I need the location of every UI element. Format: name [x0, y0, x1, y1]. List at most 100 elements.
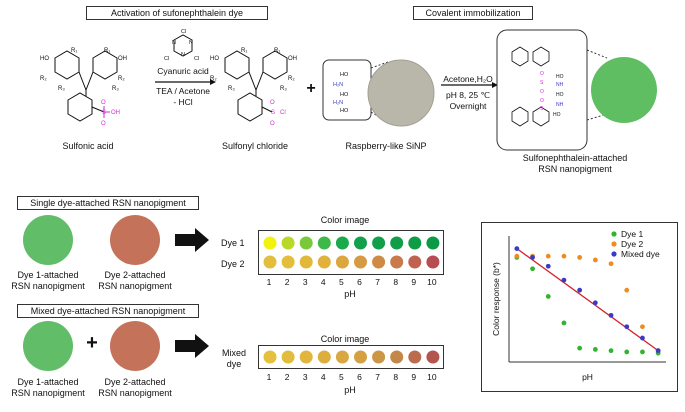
ph-tick-4: 4 [320, 277, 326, 287]
mixed-ph-label: pH [344, 385, 356, 395]
mixed-np1-line2: RSN nanopigment [11, 388, 85, 398]
immobilization-title: Covalent immobilization [413, 6, 533, 20]
svg-text:O: O [540, 71, 544, 77]
mixed-swatch-1 [263, 350, 277, 364]
mixed-swatch-9 [408, 350, 422, 364]
point-mixed-dye-5 [577, 287, 583, 293]
dye1-swatch-1 [263, 236, 277, 250]
single-ph-label: pH [344, 289, 356, 299]
legend-label-3: Mixed dye [621, 249, 660, 259]
svg-text:R₃: R₃ [228, 86, 235, 92]
point-dye-2-4 [561, 253, 567, 259]
chart-xlabel: pH [582, 372, 593, 382]
point-dye-2-8 [624, 287, 630, 293]
product-particle [591, 57, 657, 123]
svg-text:HO: HO [556, 74, 564, 80]
ph-tick-4: 4 [320, 372, 326, 382]
svg-text:R₃: R₃ [280, 86, 287, 92]
point-dye-1-2 [530, 266, 535, 272]
dye2-swatch-2 [281, 255, 295, 269]
point-mixed-dye-4 [561, 277, 567, 283]
reagent-line3: - HCl [173, 97, 193, 107]
svg-text:N: N [172, 40, 176, 46]
condition-line2: pH 8, 25 ℃ [445, 90, 491, 100]
dye2-swatch-9 [408, 255, 422, 269]
svg-text:N: N [181, 52, 185, 58]
point-dye-2-6 [592, 257, 598, 263]
single-np1-line1: Dye 1-attached [17, 270, 79, 280]
mixed-row-label-line1: Mixed [221, 348, 246, 358]
svg-text:HO: HO [340, 72, 349, 78]
svg-text:R₁: R₁ [104, 48, 110, 54]
point-dye-1-6 [592, 347, 598, 352]
svg-text:Cl: Cl [194, 56, 199, 62]
ph-tick-3: 3 [302, 277, 308, 287]
mixed-swatch-10 [426, 350, 440, 364]
condition-line1: Acetone,H₂O [443, 74, 493, 84]
legend-marker-2 [611, 241, 617, 247]
dye2-swatch-3 [299, 255, 313, 269]
mixed-dye2-particle [110, 321, 160, 371]
sulfonyl-chloride-label: Sulfonyl chloride [221, 141, 289, 151]
dye1-swatch-6 [354, 236, 367, 250]
sinp-particle [368, 60, 434, 126]
product-label-line2: RSN nanopigment [538, 164, 612, 174]
svg-text:O: O [101, 100, 106, 106]
cyanuric-structure [173, 34, 193, 57]
point-mixed-dye-9 [640, 335, 645, 341]
point-dye-2-3 [545, 253, 551, 259]
single-dye2-label: Dye 2 [221, 259, 245, 269]
ph-tick-8: 8 [393, 277, 399, 287]
dye1-swatch-4 [317, 236, 331, 250]
dye1-swatch-3 [299, 236, 313, 250]
sulfonyl-chloride-structure [224, 50, 288, 122]
chart-ylabel: Color response (b*) [491, 262, 501, 336]
ph-tick-8: 8 [393, 372, 399, 382]
ph-tick-2: 2 [284, 277, 290, 287]
svg-text:OH: OH [288, 56, 297, 62]
svg-text:HO: HO [40, 56, 49, 62]
svg-text:HO: HO [556, 92, 564, 98]
single-particles [23, 215, 209, 265]
svg-text:R₁: R₁ [241, 48, 247, 54]
ph-tick-6: 6 [357, 372, 362, 382]
svg-text:O: O [540, 98, 544, 104]
ph-tick-9: 9 [411, 277, 417, 287]
dye1-swatch-10 [426, 236, 440, 250]
mixed-swatch-6 [354, 350, 367, 364]
dye2-particle [110, 215, 160, 265]
mixed-plus: + [86, 332, 98, 354]
single-color-image-title: Color image [320, 215, 370, 225]
ph-tick-9: 9 [411, 372, 417, 382]
chart-panel [481, 222, 678, 392]
svg-text:NH: NH [556, 102, 564, 108]
single-dye-title: Single dye-attached RSN nanopigment [17, 196, 199, 210]
mixed-swatch-panel [258, 345, 444, 369]
point-dye-2-7 [608, 261, 614, 267]
svg-text:S: S [540, 80, 544, 86]
single-np1-line2: RSN nanopigment [11, 281, 85, 291]
svg-text:OH: OH [111, 110, 120, 116]
mixed-swatch-3 [299, 350, 313, 364]
mixed-np1-line1: Dye 1-attached [17, 377, 79, 387]
svg-text:HO: HO [340, 92, 349, 98]
svg-text:O: O [270, 121, 275, 127]
svg-text:R₂: R₂ [288, 76, 295, 82]
dye1-particle [23, 215, 73, 265]
dye2-swatch-7 [372, 255, 386, 269]
single-np2-line2: RSN nanopigment [98, 281, 172, 291]
legend-marker-1 [611, 231, 617, 237]
mixed-color-image-title: Color image [320, 334, 370, 344]
mixed-np2-line1: Dye 2-attached [104, 377, 166, 387]
product-surface-box [496, 29, 588, 151]
single-np2-line1: Dye 2-attached [104, 270, 166, 280]
svg-text:H₂N: H₂N [333, 100, 343, 106]
ph-tick-10: 10 [427, 372, 437, 382]
svg-text:R₁: R₁ [71, 48, 77, 54]
dye1-swatch-9 [408, 236, 422, 250]
single-swatch-panel [258, 230, 444, 275]
dye2-swatch-5 [335, 255, 349, 269]
